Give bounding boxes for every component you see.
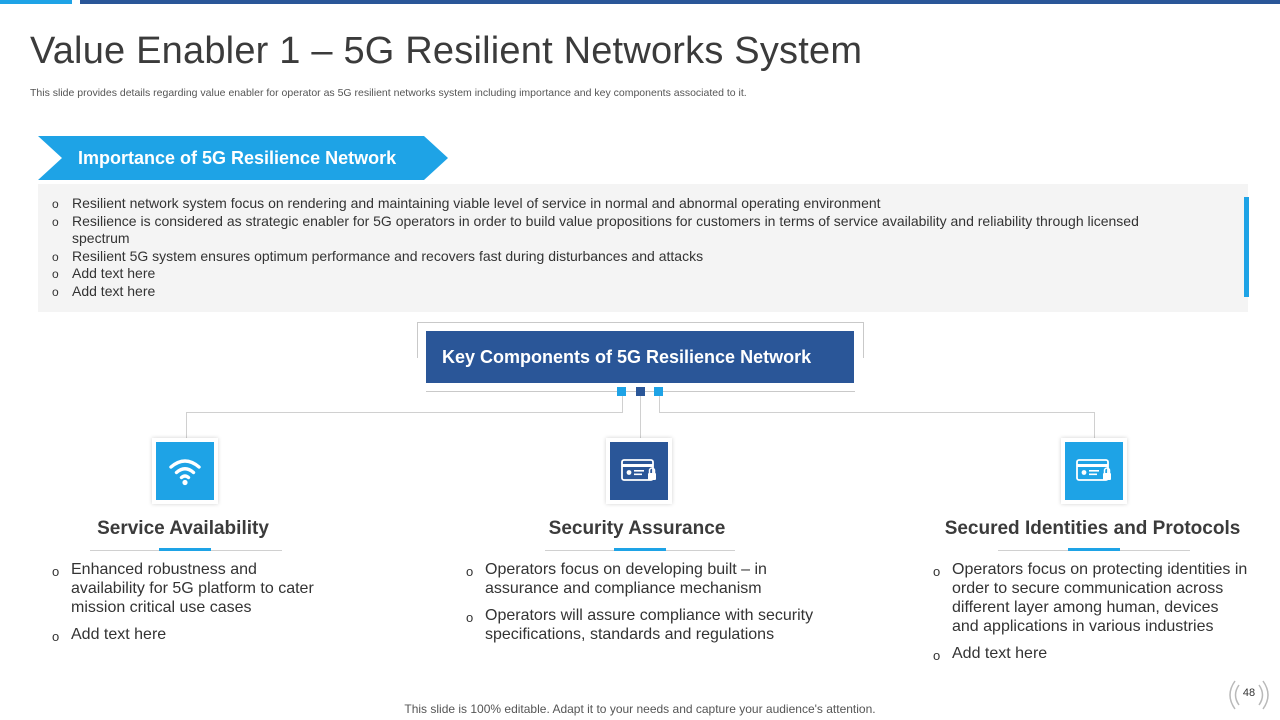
bullet-icon: o [933,648,941,663]
bullet-icon: o [52,564,60,579]
connector-left-up [622,396,623,413]
id-card-lock-icon [1065,442,1123,500]
connector-left-down [186,412,187,442]
bullet-icon: o [52,214,59,229]
decor-square-left [617,387,626,396]
banner-arrow-shape [38,136,448,180]
page-number-badge: 48 [1227,675,1271,715]
bullet-icon: o [466,610,474,625]
importance-panel [38,184,1248,312]
connector-right-up [659,396,660,413]
importance-heading: Importance of 5G Resilience Network [78,148,397,168]
connector-right-horizontal [659,412,1095,413]
connector-left-horizontal [186,412,623,413]
decor-square-middle [636,387,645,396]
bullet-icon: o [933,564,941,579]
connector-middle [640,396,641,442]
frame-gap-left [417,358,426,392]
top-accent-bar-dark [80,0,1280,4]
importance-panel-accent [1244,197,1249,297]
service-availability-title: Service Availability [97,518,269,539]
bullet-icon: o [52,629,60,644]
top-accent-bar-light [0,0,72,4]
secured-identities-icon-frame [1061,438,1127,504]
id-card-lock-icon [610,442,668,500]
security-assurance-accent [614,548,666,551]
slide-footer: This slide is 100% editable. Adapt it to… [404,702,876,716]
slide-subtitle: This slide provides details regarding va… [30,87,747,99]
bullet-icon: o [52,249,59,264]
importance-banner: Importance of 5G Resilience Network [38,136,448,180]
service-availability-accent [159,548,211,551]
decor-square-right [654,387,663,396]
slide-title: Value Enabler 1 – 5G Resilient Networks … [30,30,863,72]
bullet-icon: o [52,197,59,211]
security-assurance-icon-frame [606,438,672,504]
secured-identities-title: Secured Identities and Protocols [944,518,1241,539]
bullet-icon: o [52,267,59,282]
security-assurance-title: Security Assurance [548,518,726,539]
service-availability-icon-frame [152,438,218,504]
broadcast-waves-icon [1229,680,1269,710]
secured-identities-accent [1068,548,1120,551]
page-number: 48 [1242,687,1256,699]
frame-gap-right [855,358,864,392]
bullet-icon: o [52,284,59,299]
connector-right-down [1094,412,1095,442]
bullet-icon: o [466,564,474,579]
wifi-icon [156,442,214,500]
key-components-heading: Key Components of 5G Resilience Network [442,347,812,367]
key-components-box [426,331,854,383]
